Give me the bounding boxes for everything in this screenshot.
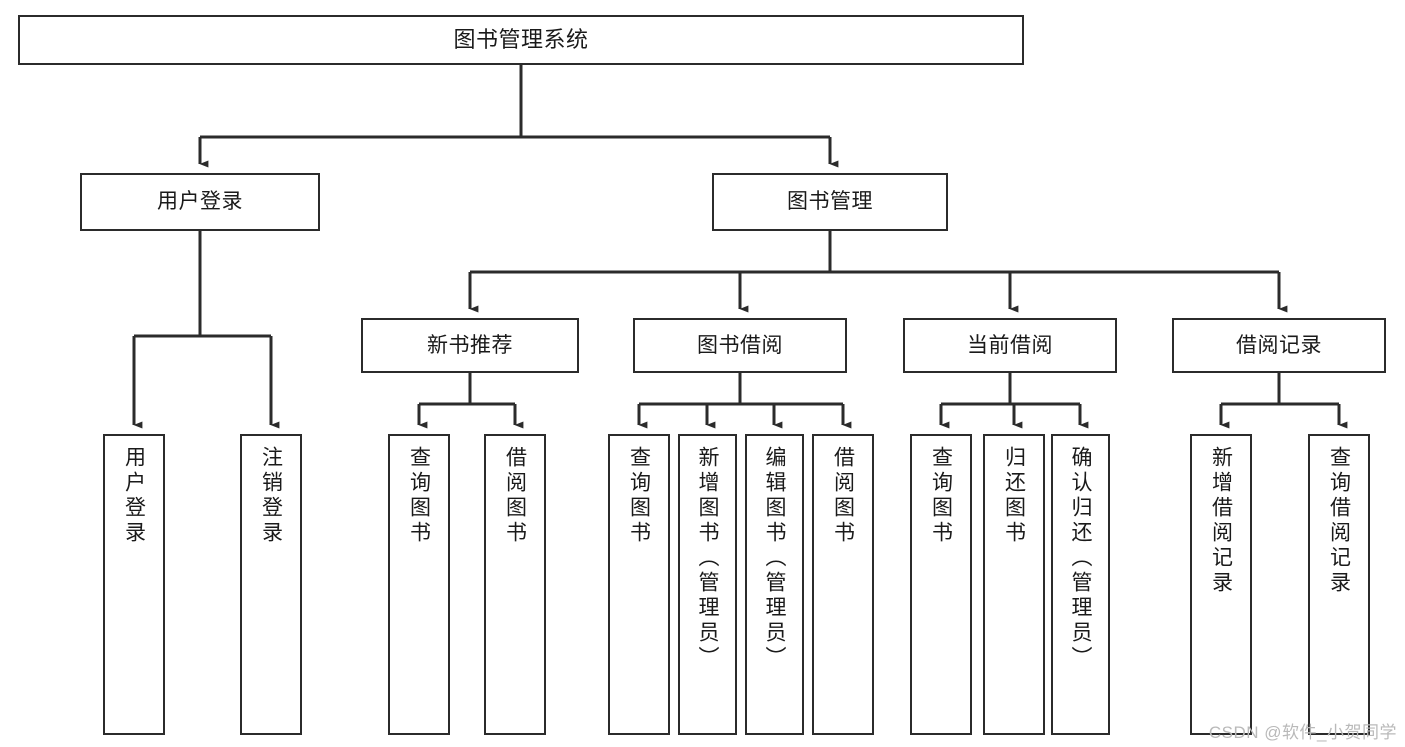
node-label: 图书借阅: [697, 333, 783, 357]
node-label: 查询图书: [627, 446, 651, 546]
node-leaf-confirm-return[interactable]: 确认归还（管理员）: [1051, 434, 1110, 735]
node-leaf-user-login[interactable]: 用户登录: [103, 434, 165, 735]
node-leaf-query-book-1[interactable]: 查询图书: [388, 434, 450, 735]
node-book-manage[interactable]: 图书管理: [712, 173, 948, 231]
node-borrow-record[interactable]: 借阅记录: [1172, 318, 1386, 373]
node-book-borrow[interactable]: 图书借阅: [633, 318, 847, 373]
node-leaf-add-record[interactable]: 新增借阅记录: [1190, 434, 1252, 735]
node-label: 编辑图书（管理员）: [763, 446, 786, 671]
node-user-login[interactable]: 用户登录: [80, 173, 320, 231]
node-leaf-add-book[interactable]: 新增图书（管理员）: [678, 434, 737, 735]
node-leaf-return-book[interactable]: 归还图书: [983, 434, 1045, 735]
node-label: 借阅图书: [503, 446, 527, 546]
node-label: 借阅记录: [1236, 333, 1322, 357]
node-label: 新增借阅记录: [1209, 446, 1233, 596]
node-label: 查询借阅记录: [1327, 446, 1351, 596]
node-label: 注销登录: [259, 446, 283, 546]
node-leaf-logout[interactable]: 注销登录: [240, 434, 302, 735]
node-leaf-query-book-2[interactable]: 查询图书: [608, 434, 670, 735]
node-leaf-edit-book[interactable]: 编辑图书（管理员）: [745, 434, 804, 735]
node-label: 用户登录: [122, 446, 146, 546]
node-label: 新增图书（管理员）: [696, 446, 719, 671]
node-label: 确认归还（管理员）: [1069, 446, 1092, 671]
node-label: 借阅图书: [831, 446, 855, 546]
node-root[interactable]: 图书管理系统: [18, 15, 1024, 65]
node-current-borrow[interactable]: 当前借阅: [903, 318, 1117, 373]
node-new-book-rec[interactable]: 新书推荐: [361, 318, 579, 373]
node-label: 查询图书: [929, 446, 953, 546]
node-label: 当前借阅: [967, 333, 1053, 357]
connector-lines: [132, 65, 1348, 429]
node-leaf-query-book-3[interactable]: 查询图书: [910, 434, 972, 735]
node-label: 查询图书: [407, 446, 431, 546]
node-leaf-query-record[interactable]: 查询借阅记录: [1308, 434, 1370, 735]
node-label: 用户登录: [157, 190, 243, 214]
node-label: 归还图书: [1002, 446, 1026, 546]
node-label: 图书管理: [787, 190, 873, 214]
node-leaf-borrow-book-1[interactable]: 借阅图书: [484, 434, 546, 735]
node-label: 图书管理系统: [453, 26, 589, 52]
node-label: 新书推荐: [427, 333, 513, 357]
node-leaf-borrow-book-2[interactable]: 借阅图书: [812, 434, 874, 735]
